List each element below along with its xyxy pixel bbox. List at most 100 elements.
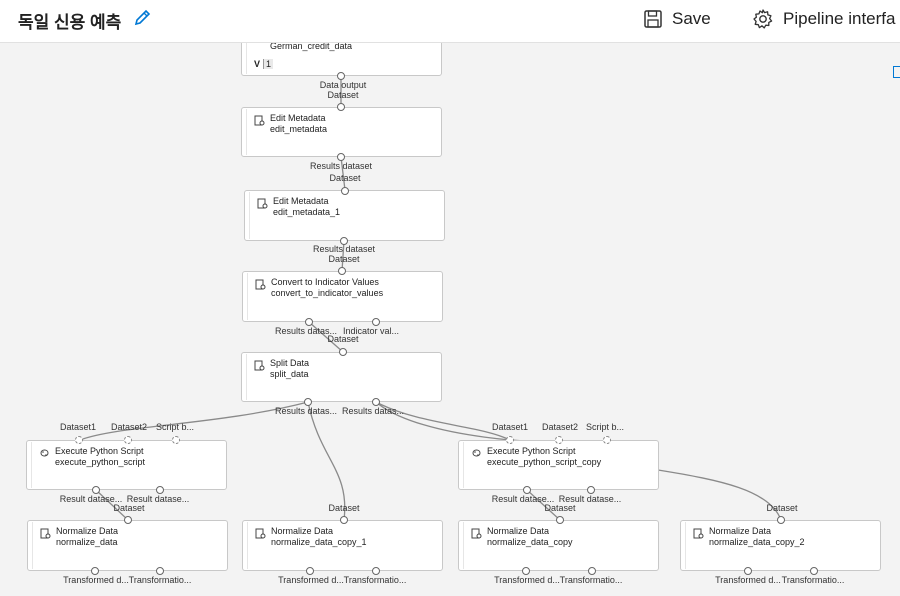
port-dataset1[interactable] xyxy=(506,436,514,444)
node-title: Split Data xyxy=(270,358,310,368)
port-label: Dataset xyxy=(327,90,359,100)
port-results-dataset[interactable] xyxy=(305,318,313,326)
port-dataset1[interactable] xyxy=(75,436,83,444)
port-label: Transformatio... xyxy=(781,575,845,585)
save-button[interactable]: Save xyxy=(643,6,711,32)
node-convert-to-indicator[interactable]: Convert to Indicator Values convert_to_i… xyxy=(242,271,443,322)
pipeline-header: 독일 신용 예측 Save Pipeline interfa xyxy=(0,0,900,43)
port-label: Dataset xyxy=(328,503,360,513)
port-dataset-in[interactable] xyxy=(556,516,564,524)
port-label: Script b... xyxy=(155,422,195,432)
port-label: Results datas... xyxy=(341,406,405,416)
node-subtitle: German_credit_data xyxy=(270,41,353,51)
port-label: Results datas... xyxy=(274,406,338,416)
node-title: Normalize Data xyxy=(271,526,334,536)
port-dataset-in[interactable] xyxy=(337,103,345,111)
node-edit-metadata[interactable]: Edit Metadata edit_metadata xyxy=(241,107,442,157)
port-dataset-in[interactable] xyxy=(340,516,348,524)
node-subtitle: execute_python_script_copy xyxy=(487,457,602,467)
port-result-dataset-2[interactable] xyxy=(156,486,164,494)
port-indicator-values[interactable] xyxy=(372,318,380,326)
port-label: Results dataset xyxy=(309,161,373,171)
port-label: Transformed d... xyxy=(63,575,129,585)
port-transformed-data[interactable] xyxy=(522,567,530,575)
port-transformation[interactable] xyxy=(372,567,380,575)
port-label: Result datase... xyxy=(491,494,555,504)
port-dataset-in[interactable] xyxy=(341,187,349,195)
wire xyxy=(657,469,782,521)
port-transformation[interactable] xyxy=(810,567,818,575)
port-transformation[interactable] xyxy=(588,567,596,575)
node-title: Edit Metadata xyxy=(273,196,329,206)
node-subtitle: edit_metadata_1 xyxy=(273,207,341,217)
port-script-bundle[interactable] xyxy=(172,436,180,444)
node-normalize-data-copy-1[interactable]: Normalize Data normalize_data_copy_1 xyxy=(242,520,443,571)
save-icon xyxy=(644,10,662,28)
pencil-icon[interactable] xyxy=(133,7,153,27)
port-transformation[interactable] xyxy=(156,567,164,575)
port-data-output[interactable] xyxy=(337,72,345,80)
port-result-dataset-2[interactable] xyxy=(587,486,595,494)
port-label: Result datase... xyxy=(558,494,622,504)
port-result-dataset[interactable] xyxy=(523,486,531,494)
port-label: Transformed d... xyxy=(715,575,781,585)
port-results-dataset[interactable] xyxy=(337,153,345,161)
port-label: Dataset xyxy=(766,503,798,513)
node-title: Edit Metadata xyxy=(270,113,326,123)
module-icon xyxy=(471,528,482,539)
node-title: Normalize Data xyxy=(709,526,772,536)
port-transformed-data[interactable] xyxy=(306,567,314,575)
module-icon xyxy=(693,528,704,539)
port-result-dataset[interactable] xyxy=(92,486,100,494)
node-title: Convert to Indicator Values xyxy=(271,277,379,287)
wire xyxy=(79,401,309,441)
port-dataset-in[interactable] xyxy=(124,516,132,524)
node-subtitle: execute_python_script xyxy=(55,457,146,467)
node-subtitle: split_data xyxy=(270,369,309,379)
port-label: Transformatio... xyxy=(128,575,192,585)
module-icon xyxy=(255,279,266,290)
port-dataset2[interactable] xyxy=(555,436,563,444)
node-normalize-data-copy-2[interactable]: Normalize Data normalize_data_copy_2 xyxy=(680,520,881,571)
port-label: Transformatio... xyxy=(343,575,407,585)
port-label: Results dataset xyxy=(312,244,376,254)
port-label: Transformed d... xyxy=(278,575,344,585)
python-icon xyxy=(40,449,49,457)
pipeline-interface-button[interactable]: Pipeline interfa xyxy=(752,6,895,32)
node-subtitle: convert_to_indicator_values xyxy=(271,288,384,298)
node-title: Execute Python Script xyxy=(55,446,144,456)
port-dataset2[interactable] xyxy=(124,436,132,444)
node-subtitle: normalize_data_copy_2 xyxy=(709,537,805,547)
node-normalize-data-copy[interactable]: Normalize Data normalize_data_copy xyxy=(458,520,659,571)
node-title: Normalize Data xyxy=(56,526,119,536)
port-dataset-in[interactable] xyxy=(777,516,785,524)
port-script-bundle[interactable] xyxy=(603,436,611,444)
node-normalize-data[interactable]: Normalize Data normalize_data xyxy=(27,520,228,571)
port-transformed-data[interactable] xyxy=(744,567,752,575)
pipeline-title: 독일 신용 예측 xyxy=(18,13,122,32)
port-results-dataset-2[interactable] xyxy=(372,398,380,406)
port-label: Dataset2 xyxy=(110,422,148,432)
version-badge: V 1 xyxy=(254,59,274,69)
port-dataset-in[interactable] xyxy=(339,348,347,356)
node-subtitle: normalize_data_copy_1 xyxy=(271,537,367,547)
module-icon xyxy=(257,198,268,209)
port-label: Dataset xyxy=(113,503,145,513)
port-dataset-in[interactable] xyxy=(338,267,346,275)
pipeline-interface-label: Pipeline interfa xyxy=(783,9,896,28)
port-label: Result datase... xyxy=(126,494,190,504)
port-label: Dataset1 xyxy=(491,422,529,432)
node-execute-python-script[interactable]: Execute Python Script execute_python_scr… xyxy=(26,440,227,490)
node-title: Normalize Data xyxy=(487,526,550,536)
node-title: Execute Python Script xyxy=(487,446,576,456)
port-label: Data output xyxy=(319,80,367,90)
module-icon xyxy=(254,360,265,371)
port-results-dataset-1[interactable] xyxy=(304,398,312,406)
node-edit-metadata-1[interactable]: Edit Metadata edit_metadata_1 xyxy=(244,190,445,241)
node-split-data[interactable]: Split Data split_data xyxy=(241,352,442,402)
side-panel-toggle[interactable] xyxy=(893,66,900,78)
port-transformed-data[interactable] xyxy=(91,567,99,575)
node-subtitle: normalize_data xyxy=(56,537,118,547)
save-label: Save xyxy=(672,9,711,28)
node-execute-python-script-copy[interactable]: Execute Python Script execute_python_scr… xyxy=(458,440,659,490)
